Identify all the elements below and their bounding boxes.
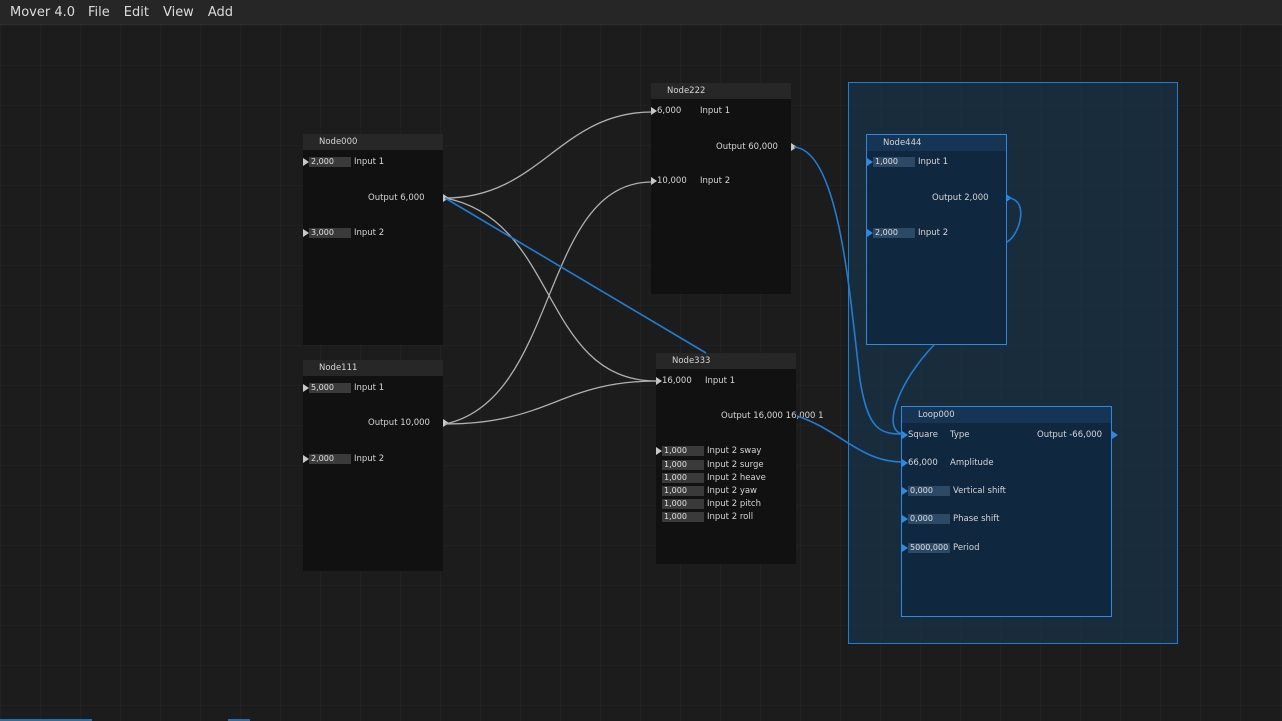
input-port-icon[interactable]	[902, 515, 908, 523]
input2-label: Input 2	[354, 228, 385, 238]
input-port-icon[interactable]	[303, 158, 309, 166]
node-node333[interactable]: Node333 16,000 Input 1 Output 16,000 16,…	[656, 353, 824, 564]
input1-field[interactable]: 2,000	[309, 157, 351, 167]
menu-edit[interactable]: Edit	[123, 4, 149, 20]
node-title[interactable]: Node111	[303, 360, 443, 376]
output-port-icon[interactable]	[791, 143, 797, 151]
input2-pitch-label: Input 2 pitch	[707, 499, 761, 509]
input-port-icon[interactable]	[902, 487, 908, 495]
input2-surge-field[interactable]: 1,000	[662, 460, 704, 470]
bottom-scroll-indicator	[228, 719, 250, 721]
node-node444[interactable]: Node444 1,000 Input 1 Output 2,000 2,000…	[866, 134, 1012, 345]
input2-yaw-field[interactable]: 1,000	[662, 486, 704, 496]
node-node111[interactable]: Node111 5,000 Input 1 Output 10,000 2,00…	[303, 360, 449, 571]
input-port-icon[interactable]	[902, 544, 908, 552]
input2-field[interactable]: 2,000	[873, 228, 915, 238]
input-port-icon[interactable]	[303, 455, 309, 463]
amplitude-value[interactable]: 66,000	[908, 458, 938, 468]
input2-pitch-field[interactable]: 1,000	[662, 499, 704, 509]
input2-label: Input 2	[700, 176, 731, 186]
vertical-shift-field[interactable]: 0,000	[908, 486, 950, 496]
input-port-icon[interactable]	[303, 384, 309, 392]
node-loop000[interactable]: Loop000 Square Type Output -66,000 66,00…	[901, 406, 1118, 617]
input2-heave-label: Input 2 heave	[707, 473, 766, 483]
type-label: Type	[950, 430, 970, 440]
input-port-icon[interactable]	[656, 447, 662, 455]
period-label: Period	[953, 543, 980, 553]
menu-file[interactable]: File	[88, 4, 110, 20]
type-value[interactable]: Square	[908, 430, 938, 440]
input2-label: Input 2	[354, 454, 385, 464]
input2-label: Input 2	[918, 228, 949, 238]
bottom-scroll-indicator	[0, 719, 92, 721]
app-title: Mover 4.0	[10, 4, 76, 20]
input2-yaw-label: Input 2 yaw	[707, 486, 758, 496]
input1-label: Input 1	[700, 106, 731, 116]
node-title[interactable]: Loop000	[902, 407, 1111, 423]
input-port-icon[interactable]	[902, 459, 908, 467]
output-label: Output 6,000	[368, 193, 425, 203]
menu-add[interactable]: Add	[207, 4, 233, 20]
input-port-icon[interactable]	[651, 177, 657, 185]
node-node000[interactable]: Node000 2,000 Input 1 Output 6,000 3,000…	[303, 134, 449, 345]
phase-shift-field[interactable]: 0,000	[908, 514, 950, 524]
vertical-shift-label: Vertical shift	[953, 486, 1006, 496]
input-port-icon[interactable]	[902, 431, 908, 439]
output-label: Output 16,000 16,000 1	[721, 411, 824, 421]
input2-value[interactable]: 10,000	[657, 176, 687, 186]
node-title[interactable]: Node444	[867, 135, 1006, 151]
input2-heave-field[interactable]: 1,000	[662, 473, 704, 483]
node-title[interactable]: Node333	[656, 353, 796, 369]
phase-shift-label: Phase shift	[953, 514, 1000, 524]
output-label: Output -66,000	[1037, 430, 1103, 440]
input1-field[interactable]: 5,000	[309, 383, 351, 393]
input2-sway-field[interactable]: 1,000	[662, 446, 704, 456]
node-title[interactable]: Node000	[303, 134, 443, 150]
input1-label: Input 1	[918, 157, 949, 167]
output-label: Output 10,000	[368, 418, 430, 428]
input-port-icon[interactable]	[656, 377, 662, 385]
input1-value[interactable]: 16,000	[662, 376, 692, 386]
output-label: Output 2,000	[932, 193, 989, 203]
input2-field[interactable]: 3,000	[309, 228, 351, 238]
input1-label: Input 1	[354, 383, 385, 393]
output-port-icon[interactable]	[1112, 431, 1118, 439]
menu-view[interactable]: View	[162, 4, 194, 20]
output-port-icon[interactable]	[1006, 194, 1012, 202]
amplitude-label: Amplitude	[950, 458, 994, 468]
output-port-icon[interactable]	[443, 194, 449, 202]
input-port-icon[interactable]	[303, 229, 309, 237]
input-port-icon[interactable]	[651, 107, 657, 115]
menu-bar: Mover 4.0 File Edit View Add	[0, 0, 1282, 25]
period-field[interactable]: 5000,000	[908, 543, 950, 553]
node-title[interactable]: Node222	[651, 83, 791, 99]
input1-value[interactable]: 6,000	[657, 106, 682, 116]
input2-sway-label: Input 2 sway	[707, 446, 762, 456]
input2-roll-label: Input 2 roll	[707, 512, 754, 522]
input2-surge-label: Input 2 surge	[707, 460, 764, 470]
output-label: Output 60,000	[716, 142, 778, 152]
output-port-icon[interactable]	[443, 419, 449, 427]
input1-label: Input 1	[705, 376, 736, 386]
input2-field[interactable]: 2,000	[309, 454, 351, 464]
input2-roll-field[interactable]: 1,000	[662, 512, 704, 522]
node-node222[interactable]: Node222 6,000 Input 1 Output 60,000 10,0…	[651, 83, 797, 294]
input1-field[interactable]: 1,000	[873, 157, 915, 167]
input1-label: Input 1	[354, 157, 385, 167]
